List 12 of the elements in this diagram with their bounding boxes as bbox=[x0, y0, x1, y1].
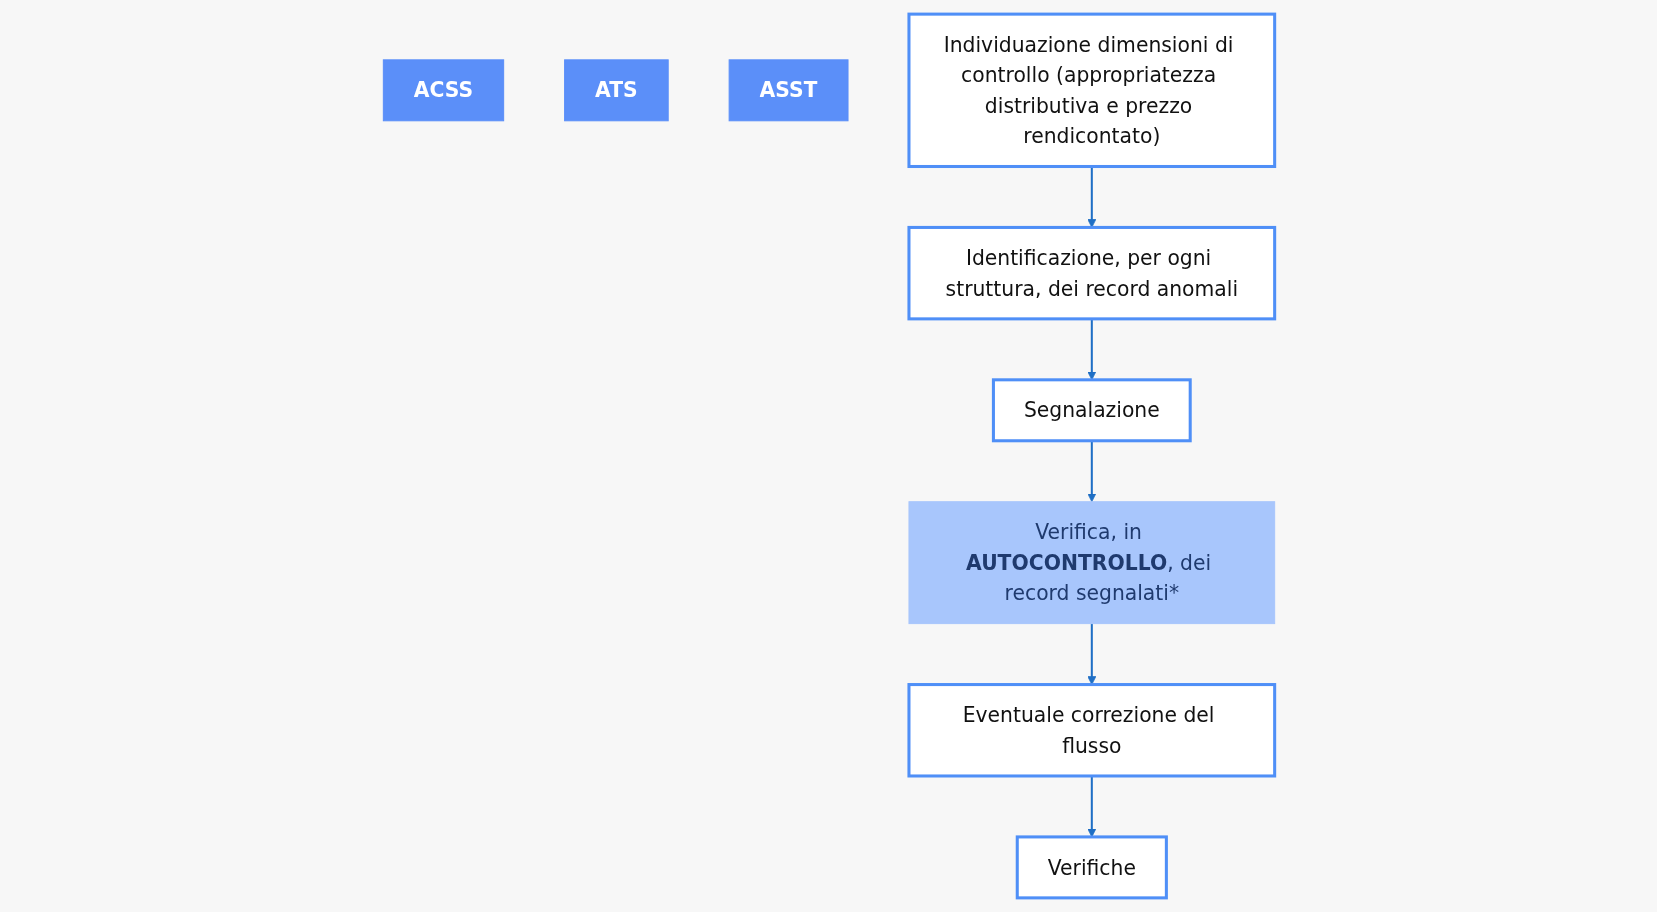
arrow bbox=[1086, 623, 1096, 685]
node-box: ATS bbox=[563, 59, 669, 122]
node-box: Verifica, in AUTOCONTROLLO, dei record segnalati* bbox=[907, 501, 1275, 625]
node-box: Verifiche bbox=[1015, 835, 1168, 900]
arrow bbox=[1086, 440, 1096, 503]
node-box: ASST bbox=[728, 59, 849, 122]
node-box: ACSS bbox=[382, 59, 504, 122]
node-box: Identificazione, per ogni struttura, dei record anomali bbox=[906, 225, 1276, 321]
node-box: Eventuale correzione del flusso bbox=[906, 683, 1276, 778]
node-box: Individuazione dimensioni di controllo (appropriatezza distributiva e prezzo rendicontato) bbox=[906, 12, 1276, 169]
arrow bbox=[1086, 166, 1096, 228]
node-box: Segnalazione bbox=[991, 378, 1192, 443]
